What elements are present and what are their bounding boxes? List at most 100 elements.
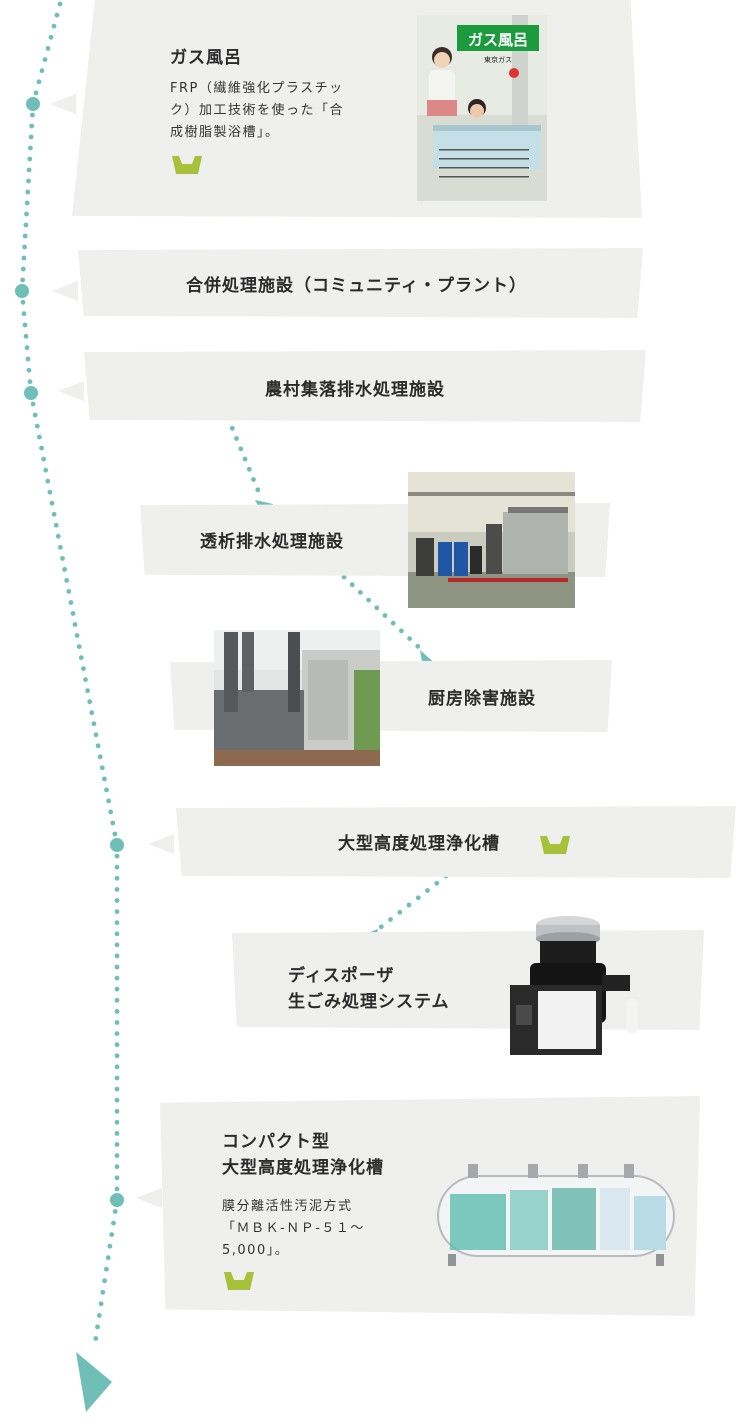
branch-dot bbox=[243, 457, 248, 462]
timeline-dot bbox=[85, 688, 90, 693]
timeline-dot bbox=[56, 534, 61, 539]
timeline-dot bbox=[115, 1053, 120, 1058]
timeline-dot bbox=[49, 35, 54, 40]
kitchen-facility-image bbox=[214, 630, 380, 766]
timeline-dot bbox=[23, 323, 28, 328]
branch-dot bbox=[407, 636, 412, 641]
timeline-dot bbox=[77, 644, 82, 649]
timeline-dot bbox=[25, 345, 30, 350]
timeline-dot bbox=[73, 622, 78, 627]
branch-dot bbox=[255, 487, 260, 492]
timeline-dot bbox=[37, 79, 42, 84]
timeline-dot bbox=[110, 821, 115, 826]
timeline-dot bbox=[34, 91, 39, 96]
timeline-dot bbox=[37, 435, 42, 440]
timeline-dot bbox=[64, 578, 69, 583]
compact-mark-icon bbox=[224, 1272, 254, 1290]
timeline-dot bbox=[26, 357, 31, 362]
timeline-dot bbox=[108, 1244, 113, 1249]
timeline-dot bbox=[92, 721, 97, 726]
timeline-dot bbox=[48, 490, 53, 495]
timeline-dot bbox=[100, 1290, 105, 1295]
timeline-dot bbox=[50, 501, 55, 506]
timeline-dot bbox=[41, 457, 46, 462]
timeline-dot bbox=[115, 1142, 120, 1147]
timeline-dot bbox=[102, 777, 107, 782]
timeline-dot bbox=[28, 146, 33, 151]
timeline-dot bbox=[93, 1336, 98, 1341]
timeline-dot bbox=[60, 556, 65, 561]
timeline-dot bbox=[35, 424, 40, 429]
timeline-dot bbox=[111, 1221, 116, 1226]
timeline-dot bbox=[115, 854, 120, 859]
timeline-dot bbox=[115, 987, 120, 992]
timeline-dot bbox=[71, 611, 76, 616]
branch-dot bbox=[388, 917, 393, 922]
timeline-dot bbox=[106, 799, 111, 804]
timeline-dot bbox=[115, 954, 120, 959]
gas-bath-mark-icon bbox=[172, 156, 202, 174]
gas-bath-poster-image: ガス風呂 東京ガス bbox=[417, 15, 547, 201]
timeline-dot bbox=[115, 1031, 120, 1036]
branch-dot bbox=[434, 881, 439, 886]
timeline-dot bbox=[20, 278, 25, 283]
timeline-dot bbox=[113, 1209, 118, 1214]
compact-title: コンパクト型 大型高度処理浄化槽 bbox=[222, 1129, 384, 1181]
branch-dot bbox=[247, 467, 252, 472]
timeline-dot bbox=[27, 368, 32, 373]
timeline-dot bbox=[115, 1042, 120, 1047]
pointer-community-plant bbox=[52, 281, 78, 301]
timeline-dot bbox=[22, 311, 27, 316]
pointer-rural bbox=[58, 381, 84, 401]
timeline-dot bbox=[115, 1153, 120, 1158]
node-rural bbox=[24, 386, 38, 400]
timeline-dot bbox=[52, 512, 57, 517]
timeline-dot bbox=[97, 1313, 102, 1318]
timeline-dot bbox=[115, 1175, 120, 1180]
branch-dot bbox=[415, 644, 420, 649]
branch-dot bbox=[383, 613, 388, 618]
timeline-dot bbox=[104, 1267, 109, 1272]
timeline-dot bbox=[109, 1232, 114, 1237]
pointer-large-tank bbox=[148, 834, 174, 854]
node-community-plant bbox=[15, 284, 29, 298]
timeline-dot bbox=[115, 1076, 120, 1081]
timeline-dot bbox=[115, 1187, 120, 1192]
timeline-dot bbox=[39, 446, 44, 451]
main-arrowhead-icon bbox=[76, 1352, 112, 1412]
timeline-dot bbox=[106, 1255, 111, 1260]
timeline-dot bbox=[115, 1120, 120, 1125]
timeline-dot bbox=[21, 300, 26, 305]
timeline-dot bbox=[62, 567, 67, 572]
branch-dot bbox=[399, 629, 404, 634]
compact-desc: 膜分離活性汚泥方式 「ＭＢＫ-ＮＰ-５１～ 5,000」。 bbox=[222, 1196, 412, 1262]
branch-dot bbox=[416, 895, 421, 900]
branch-dot bbox=[379, 924, 384, 929]
timeline-dot bbox=[113, 832, 118, 837]
timeline-dot bbox=[25, 201, 30, 206]
timeline-dot bbox=[81, 666, 86, 671]
timeline-dot bbox=[58, 2, 63, 7]
timeline-dot bbox=[40, 68, 45, 73]
branch-dot bbox=[425, 888, 430, 893]
poster-title: ガス風呂 bbox=[468, 31, 528, 49]
timeline-dot bbox=[24, 212, 29, 217]
node-large-tank bbox=[110, 838, 124, 852]
timeline-dot bbox=[115, 876, 120, 881]
timeline-dot bbox=[115, 1098, 120, 1103]
timeline-dot bbox=[24, 334, 29, 339]
timeline-dot bbox=[79, 655, 84, 660]
timeline-dot bbox=[25, 190, 30, 195]
kitchen-title: 厨房除害施設 bbox=[428, 686, 536, 712]
branch-dot bbox=[238, 446, 243, 451]
timeline-dot bbox=[100, 765, 105, 770]
timeline-dot bbox=[94, 732, 99, 737]
compact-tank-image bbox=[428, 1158, 684, 1270]
timeline-dot bbox=[43, 57, 48, 62]
timeline-dot bbox=[75, 633, 80, 638]
timeline-dot bbox=[22, 245, 27, 250]
disposer-title: ディスポーザ 生ごみ処理システム bbox=[288, 963, 450, 1015]
timeline-dot bbox=[115, 909, 120, 914]
branch-dot bbox=[397, 910, 402, 915]
node-compact bbox=[110, 1193, 124, 1207]
